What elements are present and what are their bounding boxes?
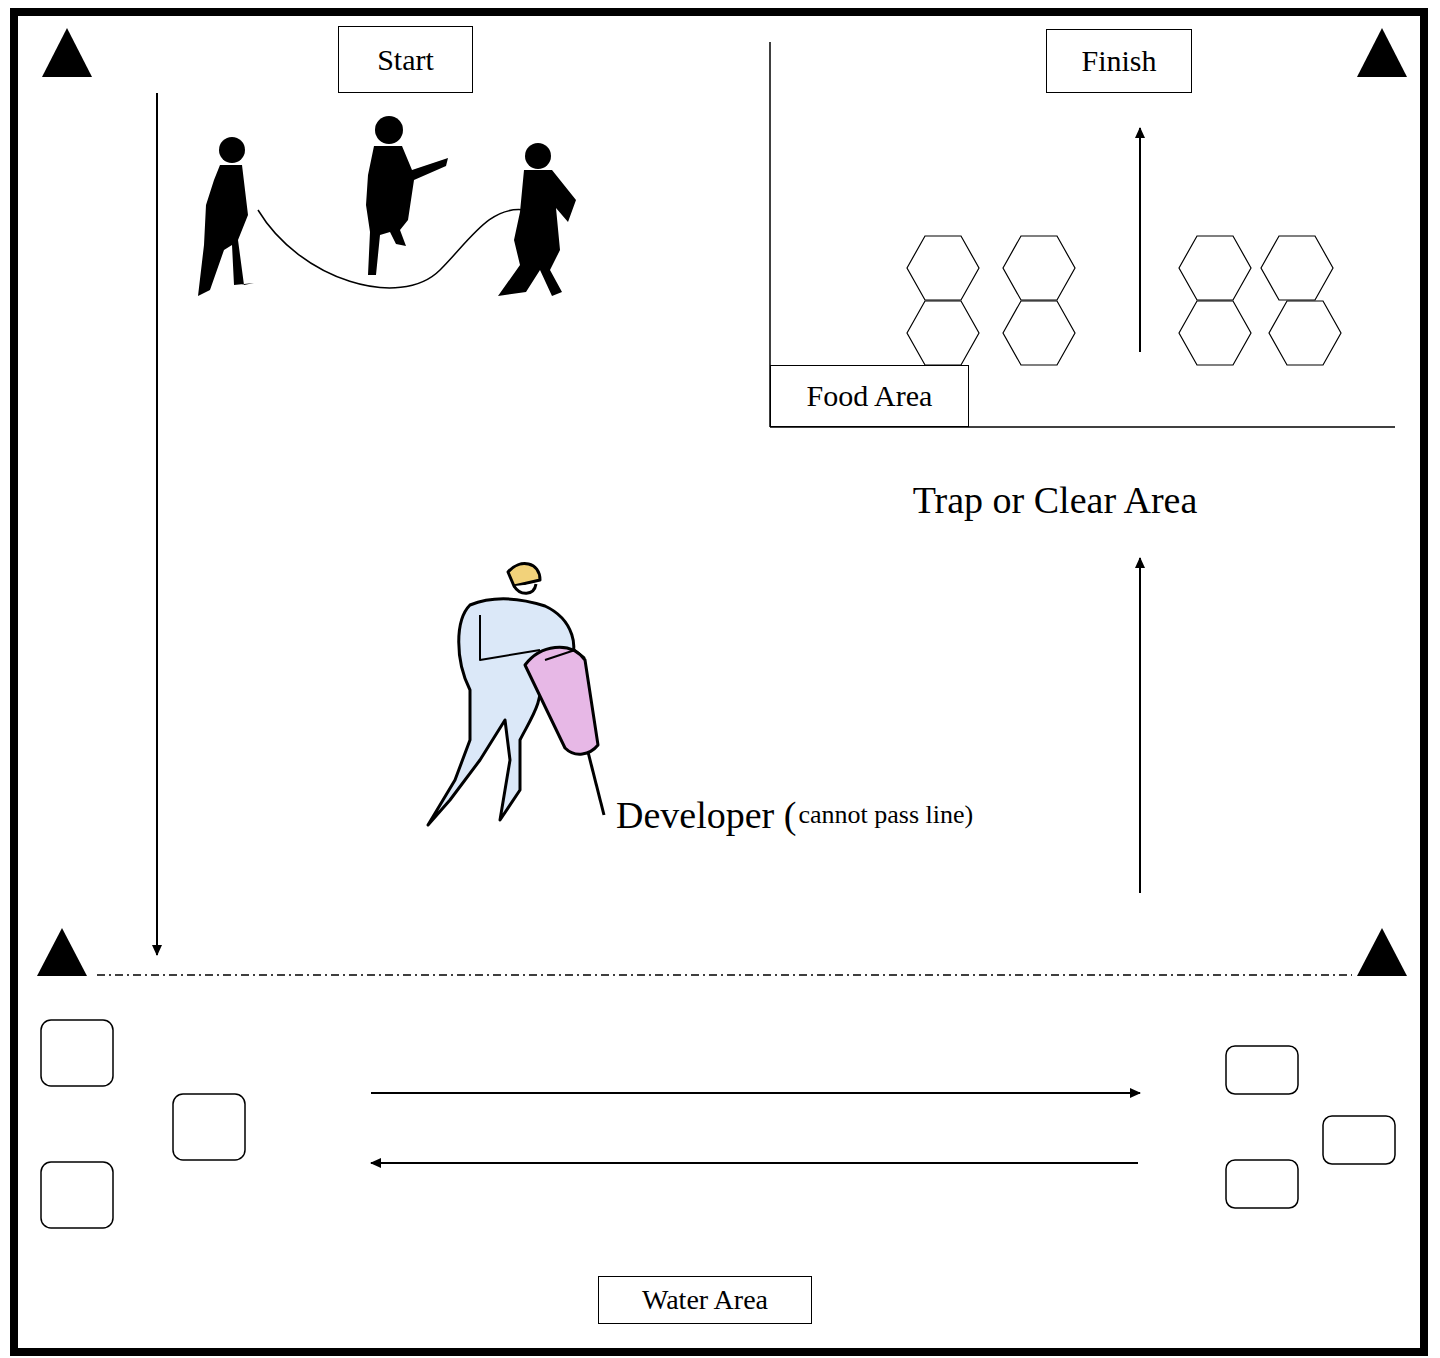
area-label: Trap or Clear Area: [913, 478, 1198, 522]
jump-rope-girls: [198, 116, 576, 296]
food-hexagon: [1261, 236, 1333, 300]
box-label: Finish: [1081, 44, 1156, 78]
note-label: cannot pass line): [798, 800, 973, 830]
food-hexagons: [907, 236, 1341, 365]
food-hexagon: [1269, 301, 1341, 365]
water-area-box: Water Area: [598, 1276, 812, 1324]
food-area-box: Food Area: [770, 365, 969, 427]
food-hexagon: [1179, 236, 1251, 300]
finish-box: Finish: [1046, 29, 1192, 93]
food-hexagon: [1003, 236, 1075, 300]
box-label: Start: [377, 43, 434, 77]
food-area-lines: [770, 42, 1395, 427]
food-hexagon: [1179, 301, 1251, 365]
developer-figure: [428, 564, 604, 825]
direction-arrows: [157, 93, 1140, 1163]
start-box: Start: [338, 26, 473, 93]
box-label: Food Area: [807, 379, 933, 413]
corner-cones: [37, 28, 1407, 976]
box-label: Water Area: [642, 1284, 768, 1316]
role-label: Developer (: [616, 793, 796, 837]
food-hexagon: [907, 236, 979, 300]
water-stones: [41, 1020, 1395, 1228]
boundary-line: [97, 974, 1352, 976]
jump-rope: [258, 210, 525, 288]
food-hexagon: [1003, 301, 1075, 365]
food-hexagon: [907, 301, 979, 365]
field-border: [14, 12, 1424, 1352]
